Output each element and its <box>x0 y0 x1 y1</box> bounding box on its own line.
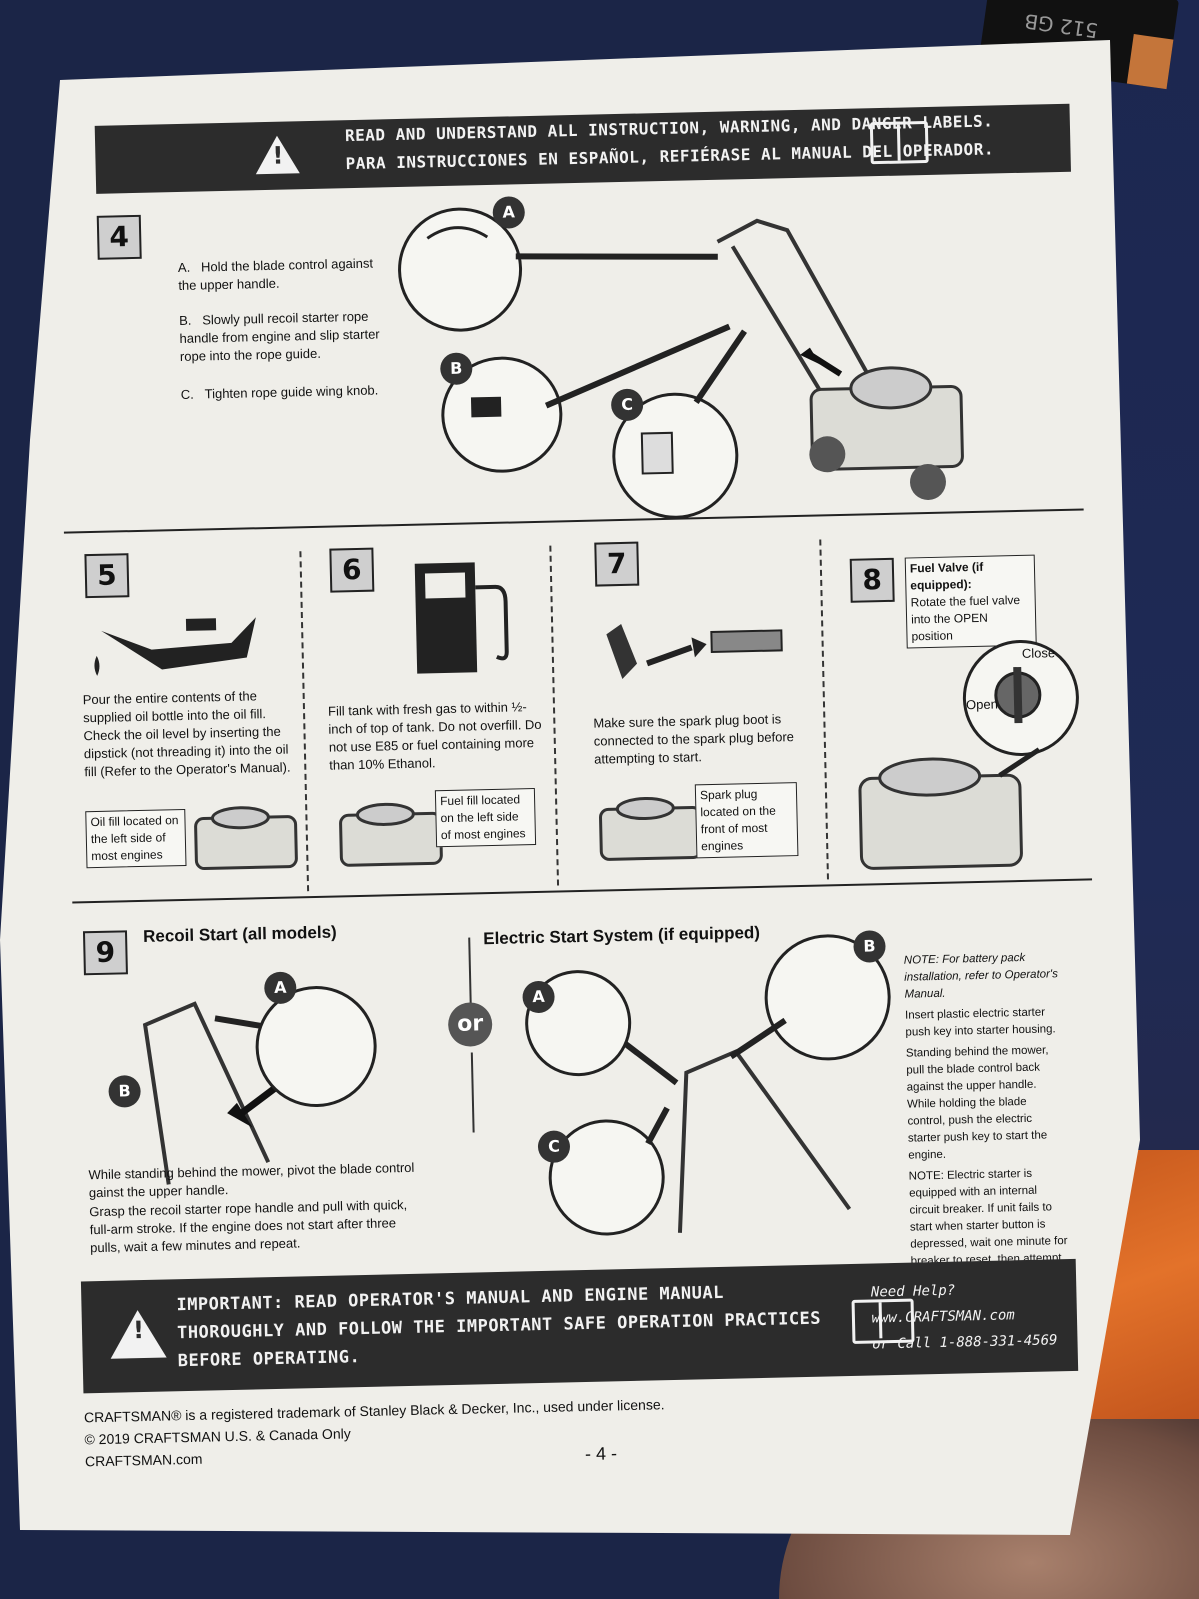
note-3: Standing behind the mower, pull the blad… <box>905 1044 1049 1162</box>
step-5-text: Pour the entire contents of the supplied… <box>82 688 291 780</box>
spark-plug-icon <box>606 624 783 680</box>
step-6-text: Fill tank with fresh gas to within ½-inc… <box>327 699 542 773</box>
step-7-text: Make sure the spark plug boot is connect… <box>593 711 795 767</box>
step-8-callout-box: Fuel Valve (if equipped): Rotate the fue… <box>904 554 1037 649</box>
step-divider <box>549 545 560 886</box>
engine-icon <box>339 802 443 867</box>
oil-can-icon <box>94 617 256 676</box>
step-number: 6 <box>329 547 375 593</box>
engine-large-icon <box>858 747 1041 870</box>
recoil-start-title: Recoil Start (all models) <box>142 922 337 946</box>
footer: CRAFTSMAN® is a registered trademark of … <box>84 1393 666 1472</box>
engine-icon <box>599 797 703 861</box>
help-phone: or Call 1-888-331-4569 <box>871 1332 1058 1353</box>
note-2: Insert plastic electric starter push key… <box>904 1006 1056 1039</box>
fuel-valve-title: Fuel Valve (if equipped): <box>909 559 984 593</box>
important-line-3: BEFORE OPERATING. <box>177 1347 361 1372</box>
step-9: 9 Recoil Start (all models) Electric Sta… <box>24 63 1104 1285</box>
step-5-callout-box: Oil fill located on the left side of mos… <box>85 808 187 869</box>
close-label: Close <box>1021 645 1056 661</box>
step-7: 7 Make sure the spark plug boot is conne… <box>24 63 1104 861</box>
sd-card-label: 512 GB <box>1022 8 1100 43</box>
important-line-2: THOROUGHLY AND FOLLOW THE IMPORTANT SAFE… <box>176 1308 822 1344</box>
open-label: Open <box>965 696 999 713</box>
step-8: 8 Fuel Valve (if equipped): Rotate the f… <box>24 63 1104 870</box>
gas-pump-icon <box>414 562 509 674</box>
step-divider <box>819 539 829 880</box>
step-6: 6 Fill tank with fresh gas to within ½-i… <box>24 63 1104 867</box>
step-number: 7 <box>594 541 640 587</box>
note-1: NOTE: For battery pack installation, ref… <box>903 951 1059 1001</box>
section-divider <box>72 878 1093 904</box>
step-6-callout-box: Fuel fill located on the left side of mo… <box>434 788 537 848</box>
electric-start-title: Electric Start System (if equipped) <box>483 922 761 949</box>
manual-page: READ AND UNDERSTAND ALL INSTRUCTION, WAR… <box>24 63 1136 1527</box>
step-number: 8 <box>849 557 895 603</box>
electric-notes: NOTE: For battery pack installation, ref… <box>904 949 1072 1288</box>
page-number: - 4 - <box>584 1443 618 1465</box>
step-number: 5 <box>84 553 130 599</box>
fuel-valve-text: Rotate the fuel valve into the OPEN posi… <box>910 592 1021 644</box>
step-5: 5 Pour the entire contents of the suppli… <box>24 63 1104 871</box>
engine-icon <box>194 806 298 871</box>
important-line-1: IMPORTANT: READ OPERATOR'S MANUAL AND EN… <box>176 1282 725 1316</box>
help-block: Need Help? www.CRAFTSMAN.com or Call 1-8… <box>871 1275 1058 1357</box>
sd-card-tab <box>1126 34 1174 90</box>
electric-callout-b: B <box>853 930 886 963</box>
fuel-valve-knob-icon <box>994 666 1042 724</box>
mower-illustration <box>426 218 964 501</box>
warning-icon <box>109 1309 167 1359</box>
recoil-text-2: Grasp the recoil starter rope handle and… <box>89 1197 408 1256</box>
important-warning-bar: IMPORTANT: READ OPERATOR'S MANUAL AND EN… <box>80 1258 1079 1394</box>
electric-start-illustration <box>623 1017 852 1233</box>
step-4: 4 A. Hold the blade control against the … <box>24 63 1104 521</box>
step-7-callout-box: Spark plug located on the front of most … <box>694 782 799 859</box>
